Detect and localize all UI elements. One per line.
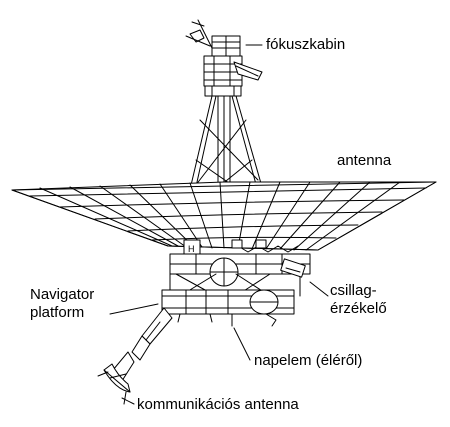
label-navigator-line-2: platform [30, 304, 85, 321]
label-star-sensor: csillag- érzékelő [330, 282, 387, 318]
label-comm-antenna: kommunikációs antenna [137, 396, 299, 413]
leader-lines [109, 44, 329, 405]
label-navigator-line-1: Navigator [30, 286, 95, 303]
antenna-dish-drawing: H [11, 181, 437, 257]
comm-antenna-drawing [97, 307, 173, 405]
spacecraft-bus-drawing [169, 253, 311, 297]
focus-cabin-drawing [185, 19, 263, 97]
solar-panel-drawing [161, 289, 295, 327]
label-antenna: antenna [337, 152, 392, 169]
label-solar-panel: napelem (éléről) [254, 352, 363, 369]
label-star-sensor-line-1: csillag- [330, 282, 377, 299]
svg-text:H: H [188, 244, 195, 254]
label-navigator-platform: Navigator platform [30, 286, 94, 322]
label-focus-cabin: fókuszkabin [266, 36, 346, 53]
label-star-sensor-line-2: érzékelő [330, 300, 387, 317]
